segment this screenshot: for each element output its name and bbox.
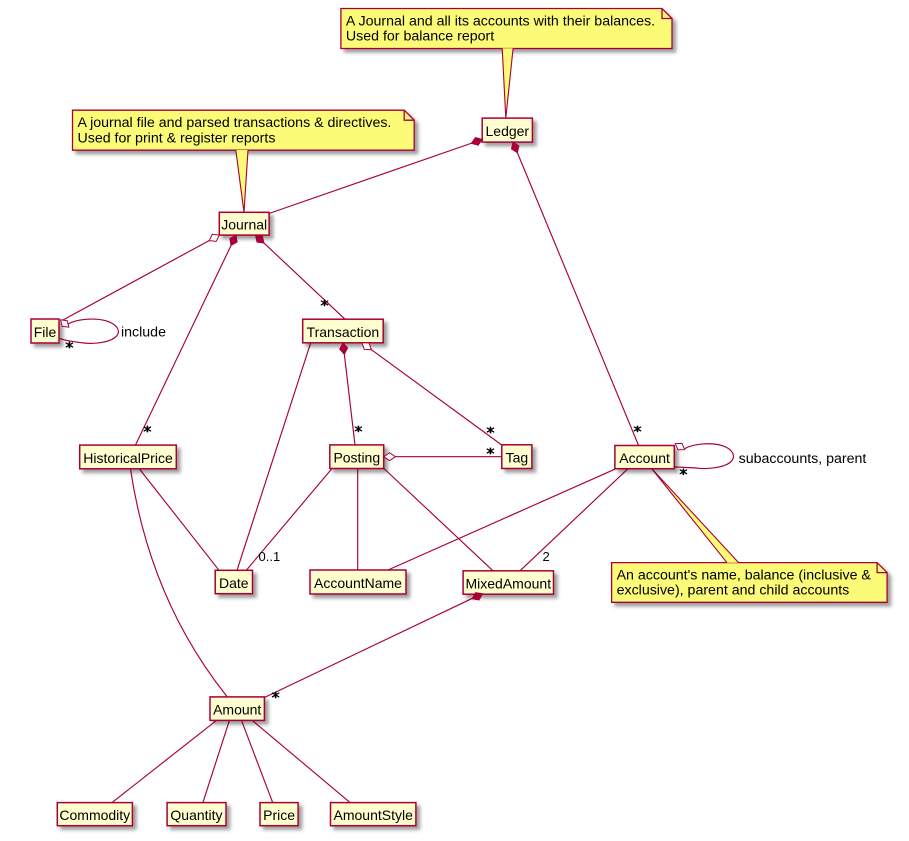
svg-text:A journal file and parsed tran: A journal file and parsed transactions &… [78,115,392,131]
svg-text:Commodity: Commodity [59,807,130,823]
svg-text:Journal: Journal [221,217,267,233]
svg-text:exclusive), parent and child a: exclusive), parent and child accounts [617,583,850,599]
svg-text:AccountName: AccountName [314,575,402,591]
svg-text:Used for print & register repo: Used for print & register reports [78,130,276,146]
svg-text:A Journal and all its accounts: A Journal and all its accounts with thei… [346,14,655,30]
svg-text:An account's name, balance (in: An account's name, balance (inclusive & [617,568,872,584]
svg-text:AmountStyle: AmountStyle [334,807,414,823]
svg-text:MixedAmount: MixedAmount [466,576,552,592]
svg-text:Amount: Amount [213,702,261,718]
svg-text:include: include [121,325,166,341]
svg-text:0..1: 0..1 [259,549,281,564]
svg-text:File: File [34,324,57,340]
svg-text:Date: Date [219,575,249,591]
svg-text:Quantity: Quantity [170,807,222,823]
svg-text:Transaction: Transaction [307,324,380,340]
svg-text:Ledger: Ledger [486,123,530,139]
svg-text:Account: Account [619,450,670,466]
svg-text:Posting: Posting [333,450,380,466]
svg-text:Price: Price [263,807,295,823]
svg-text:subaccounts, parent: subaccounts, parent [739,451,867,467]
svg-text:2: 2 [543,549,550,564]
svg-text:Tag: Tag [506,450,529,466]
svg-text:HistoricalPrice: HistoricalPrice [83,450,173,466]
svg-text:Used for balance report: Used for balance report [346,29,494,45]
